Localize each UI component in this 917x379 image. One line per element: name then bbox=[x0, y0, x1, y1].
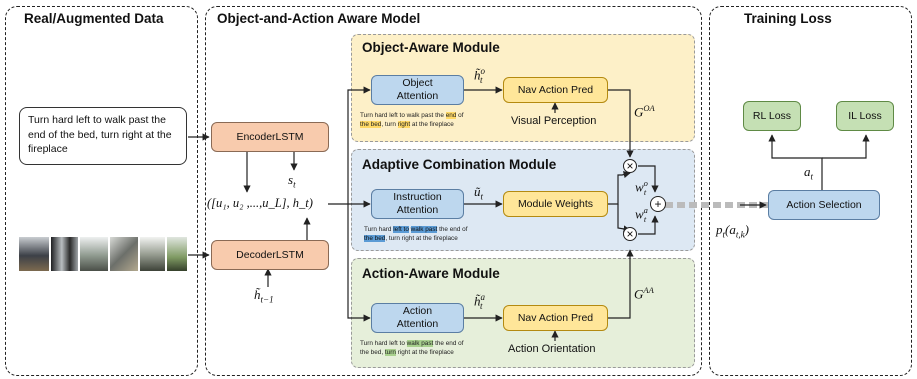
model-panel bbox=[205, 6, 702, 376]
decoder-lstm: DecoderLSTM bbox=[211, 240, 329, 270]
context-label: ([u₁, u₂ ,...,u_L], h_t) bbox=[207, 196, 313, 210]
action-module-title: Action-Aware Module bbox=[362, 266, 500, 281]
object-hidden-label: h̃ot bbox=[474, 66, 485, 85]
selected-action-label: at bbox=[804, 164, 814, 182]
photo-frame-2 bbox=[50, 237, 79, 271]
plus-circle-icon: + bbox=[650, 196, 666, 212]
data-panel bbox=[5, 6, 198, 376]
il-loss: IL Loss bbox=[836, 101, 894, 131]
previous-hidden-label: h̃t−1 bbox=[254, 287, 274, 305]
action-nav-action-pred: Nav Action Pred bbox=[503, 305, 608, 331]
object-weight-label: wot bbox=[635, 178, 648, 197]
adaptive-module-title: Adaptive Combination Module bbox=[362, 157, 557, 172]
visual-perception-label: Visual Perception bbox=[511, 115, 597, 127]
adaptive-attended-instruction: Turn hard left to walk past the end of t… bbox=[364, 226, 468, 242]
action-attention: Action Attention bbox=[371, 303, 464, 333]
photo-frame-1 bbox=[19, 237, 49, 271]
instruction-attention: Instruction Attention bbox=[371, 189, 464, 219]
object-output-label: GOA bbox=[634, 103, 655, 120]
action-orientation-label: Action Orientation bbox=[508, 343, 596, 355]
instruction-text-box: Turn hard left to walk past the end of t… bbox=[19, 107, 187, 165]
action-weight-label: wat bbox=[635, 205, 648, 224]
encoder-lstm: EncoderLSTM bbox=[211, 122, 329, 152]
object-attended-instruction: Turn hard left to walk past the end of t… bbox=[360, 112, 464, 128]
multiply-circle-icon-bottom: × bbox=[623, 227, 637, 241]
photo-frame-4 bbox=[109, 237, 138, 271]
loss-panel-title: Training Loss bbox=[744, 11, 832, 26]
instruction-context-label: ũt bbox=[474, 184, 484, 202]
model-panel-title: Object-and-Action Aware Model bbox=[217, 11, 421, 26]
object-module-title: Object-Aware Module bbox=[362, 40, 500, 55]
module-weights: Module Weights bbox=[503, 191, 608, 217]
action-attended-instruction: Turn hard left to walk past the end of t… bbox=[360, 340, 464, 356]
photo-frame-5 bbox=[139, 237, 166, 271]
object-nav-action-pred: Nav Action Pred bbox=[503, 77, 608, 103]
object-attention: Object Attention bbox=[371, 75, 464, 105]
action-selection: Action Selection bbox=[768, 190, 880, 220]
action-probability-label: pt(at,k) bbox=[716, 222, 749, 240]
rl-loss: RL Loss bbox=[743, 101, 801, 131]
panorama-photo-strip bbox=[19, 237, 188, 271]
photo-frame-6 bbox=[167, 237, 188, 271]
action-hidden-label: h̃at bbox=[474, 292, 485, 311]
data-panel-title: Real/Augmented Data bbox=[24, 11, 164, 26]
photo-frame-3 bbox=[80, 237, 108, 271]
loss-panel bbox=[709, 6, 912, 376]
multiply-circle-icon-top: × bbox=[623, 159, 637, 173]
state-label: st bbox=[288, 172, 296, 190]
instruction-text: Turn hard left to walk past the end of t… bbox=[28, 114, 172, 155]
action-output-label: GAA bbox=[634, 285, 654, 302]
